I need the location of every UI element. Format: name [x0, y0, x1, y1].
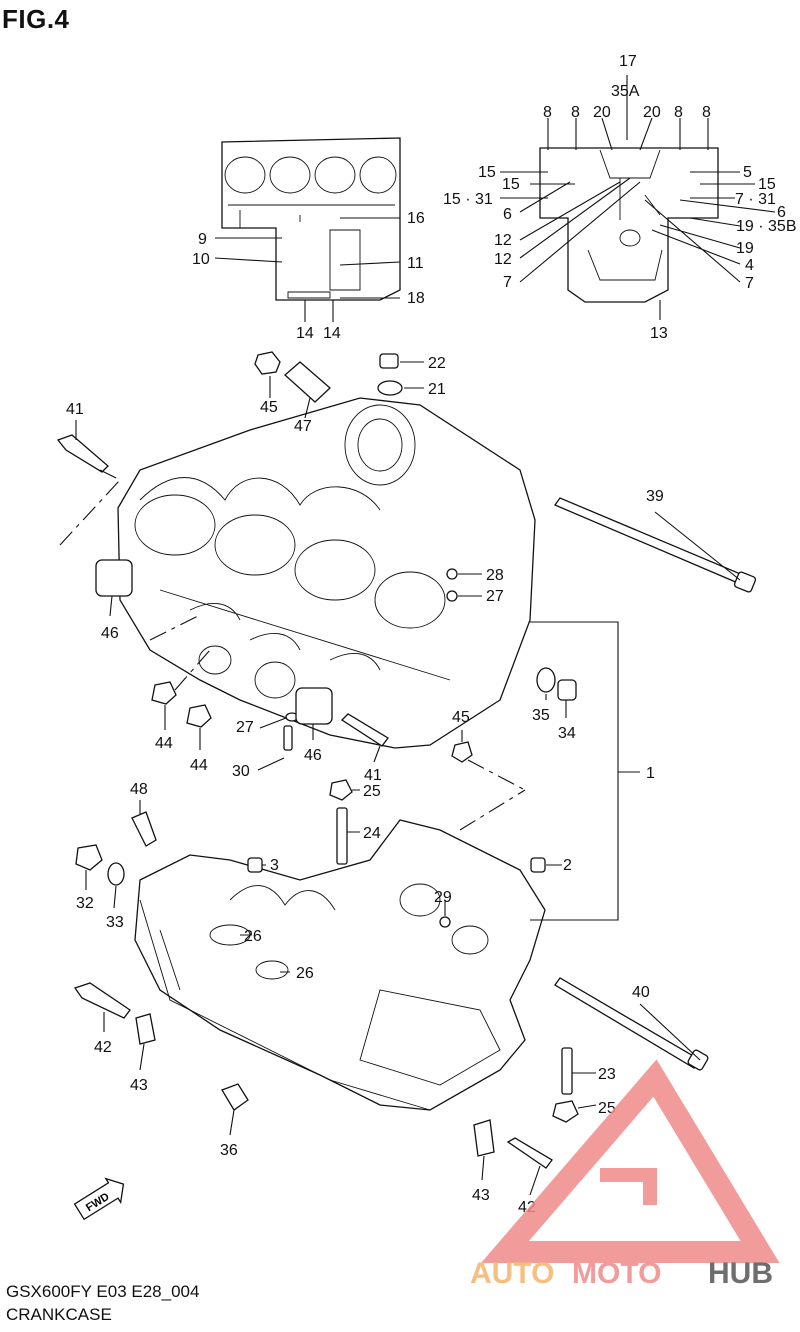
callout-29: 29 [434, 889, 452, 906]
watermark-moto: MOTO [572, 1257, 661, 1290]
callout-27: 27 [486, 588, 504, 605]
upper-crankcase [117, 397, 536, 749]
callout-24: 24 [363, 825, 381, 842]
callout-32: 32 [76, 895, 94, 912]
callout-11: 11 [407, 255, 424, 272]
callout-9: 9 [198, 231, 207, 248]
callout-8: 8 [543, 104, 552, 121]
callout-8: 8 [702, 104, 711, 121]
callout-5: 5 [743, 164, 752, 181]
callout-20: 20 [593, 104, 611, 121]
callout-41: 41 [66, 401, 84, 418]
callout-4: 4 [745, 257, 754, 274]
callout-45: 45 [260, 399, 278, 416]
callout-19-35b: 19 · 35B [736, 218, 796, 235]
callout-17: 17 [619, 53, 637, 70]
callout-7-31: 7 · 31 [735, 191, 776, 208]
callout-21: 21 [428, 381, 446, 398]
lower-case-inset [539, 147, 719, 303]
callout-7: 7 [503, 274, 512, 291]
callout-14: 14 [296, 325, 314, 342]
callout-19: 19 [736, 240, 754, 257]
callout-23: 23 [598, 1066, 616, 1083]
callout-35: 35 [532, 707, 550, 724]
callout-43: 43 [472, 1187, 490, 1204]
watermark-hub: HUB [708, 1257, 773, 1290]
callout-labels: 17 35A 8 8 20 20 8 8 15 15 15 · 31 6 12 … [66, 53, 796, 1216]
callout-42: 42 [94, 1039, 112, 1056]
watermark-auto: AUTO [470, 1257, 554, 1290]
leader-lines [59, 75, 776, 1196]
automotohub-watermark: AUTO MOTO HUB [470, 1059, 780, 1290]
callout-35a: 35A [611, 83, 640, 100]
callout-8: 8 [674, 104, 683, 121]
callout-15: 15 [502, 176, 520, 193]
callout-25: 25 [363, 783, 381, 800]
fwd-arrow: FWD [73, 1177, 125, 1221]
figure-title: FIG.4 [2, 4, 70, 34]
callout-30: 30 [232, 763, 250, 780]
callout-14: 14 [323, 325, 341, 342]
callout-12: 12 [494, 232, 512, 249]
upper-case-inset [221, 137, 401, 301]
callout-40: 40 [632, 984, 650, 1001]
callout-13: 13 [650, 325, 668, 342]
callout-10: 10 [192, 251, 210, 268]
callout-44: 44 [155, 735, 173, 752]
callout-43: 43 [130, 1077, 148, 1094]
callout-48: 48 [130, 781, 148, 798]
callout-15-31: 15 · 31 [443, 191, 493, 208]
callout-46: 46 [304, 747, 322, 764]
callout-18: 18 [407, 290, 425, 307]
callout-15: 15 [758, 176, 776, 193]
callout-45: 45 [452, 709, 470, 726]
callout-39: 39 [646, 488, 664, 505]
callout-3: 3 [270, 857, 279, 874]
callout-2: 2 [563, 857, 572, 874]
callout-26: 26 [296, 965, 314, 982]
callout-36: 36 [220, 1142, 238, 1159]
callout-34: 34 [558, 725, 576, 742]
callout-27: 27 [236, 719, 254, 736]
callout-6: 6 [777, 204, 786, 221]
callout-44: 44 [190, 757, 208, 774]
callout-16: 16 [407, 210, 425, 227]
callout-12: 12 [494, 251, 512, 268]
callout-26: 26 [244, 928, 262, 945]
callout-6: 6 [503, 206, 512, 223]
small-parts [56, 351, 757, 1169]
callout-8: 8 [571, 104, 580, 121]
callout-41: 41 [364, 767, 382, 784]
callout-7: 7 [745, 275, 754, 292]
callout-28: 28 [486, 567, 504, 584]
callout-20: 20 [643, 104, 661, 121]
callout-22: 22 [428, 355, 446, 372]
callout-15: 15 [478, 164, 496, 181]
model-code: GSX600FY E03 E28_004 [6, 1282, 200, 1301]
callout-33: 33 [106, 914, 124, 931]
lower-crankcase [134, 819, 546, 1111]
callout-47: 47 [294, 418, 312, 435]
callout-1: 1 [646, 765, 655, 782]
callout-46: 46 [101, 625, 119, 642]
section-name: CRANKCASE [6, 1305, 112, 1324]
